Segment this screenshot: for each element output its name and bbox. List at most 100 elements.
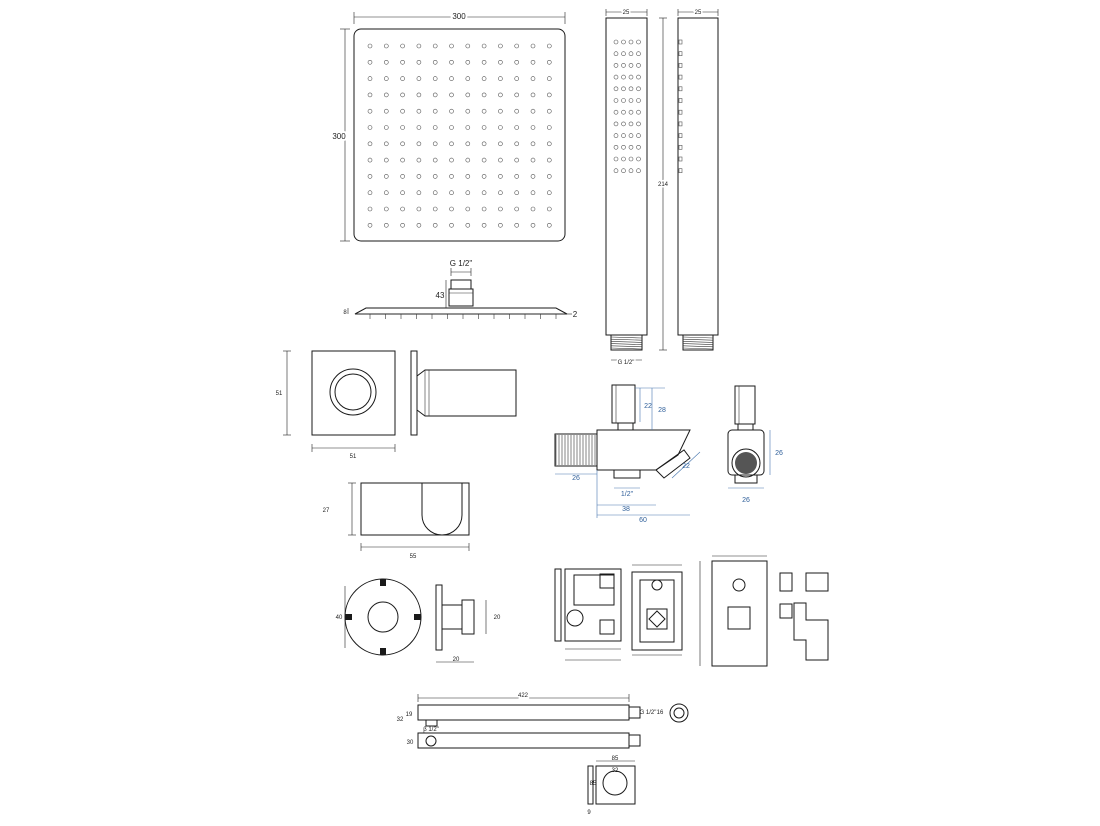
handset-jet: [621, 133, 626, 138]
arm-dim-a-label: 19: [406, 712, 413, 718]
handset-jet: [613, 98, 619, 103]
handset-jet: [628, 51, 634, 57]
nozzle-dot: [498, 206, 503, 212]
arm-thread-b-label: β 1/2": [423, 727, 439, 733]
nozzle-dot: [530, 157, 536, 163]
handset-jet: [636, 156, 641, 162]
nozzle-dot: [432, 223, 438, 228]
nozzle-dot: [449, 190, 454, 195]
nozzle-dot: [514, 76, 520, 81]
nozzle-dot: [432, 92, 438, 98]
handset-jet: [628, 168, 634, 173]
nozzle-dot: [481, 174, 487, 179]
nozzle-dot: [416, 174, 422, 179]
handset-jet: [636, 145, 641, 150]
handset-jets: [613, 39, 641, 173]
handset-jet: [613, 133, 619, 138]
nozzle-dot: [383, 59, 389, 65]
nozzle-dot: [530, 174, 536, 179]
nozzle-dot: [530, 190, 536, 195]
handset-jet: [621, 156, 626, 162]
nozzle-dot: [530, 108, 536, 114]
diverter-thread-label: 1/2": [621, 491, 634, 498]
nozzle-dot: [432, 125, 438, 130]
handset-jet: [628, 121, 634, 127]
handset-front-width-label: 25: [623, 10, 630, 16]
nozzle-dot: [481, 206, 487, 212]
nozzle-dot: [481, 157, 487, 163]
nozzle-dot: [367, 223, 373, 228]
arm-thread-a-label: G 1/2": [640, 710, 657, 716]
handset-jet: [613, 74, 619, 80]
thread-line: [610, 347, 643, 350]
nozzle-dot: [367, 174, 373, 179]
wall-outlet: 51 51: [276, 350, 517, 460]
nozzle-dot: [432, 157, 438, 163]
handset-jet: [628, 109, 634, 115]
handset-side-mark: [678, 74, 683, 80]
nozzle-dot: [416, 206, 422, 212]
nozzle-dot: [546, 190, 552, 195]
nozzle-dot: [514, 43, 520, 49]
valve-body-front-view: [631, 564, 683, 656]
handset-jet: [628, 156, 634, 162]
handset-side-marks: [678, 39, 683, 173]
nozzle-dot: [383, 43, 389, 49]
nozzle-dot: [400, 59, 405, 65]
nozzle-dot: [546, 206, 552, 212]
nozzle-dot: [400, 43, 405, 49]
nozzle-dot: [383, 206, 389, 212]
handset-jet: [621, 86, 626, 92]
nozzle-dot: [400, 141, 405, 147]
nozzle-dot: [367, 108, 373, 114]
thread-line: [682, 345, 714, 348]
nozzle-dot: [449, 157, 454, 163]
nozzle-dot: [383, 108, 389, 114]
handset-side-mark: [678, 63, 683, 68]
nozzle-dot: [465, 59, 471, 65]
handset-jet: [621, 74, 626, 80]
nozzle-dot: [432, 190, 438, 195]
handset-jet: [636, 86, 641, 92]
nozzle-dot: [449, 223, 454, 228]
nozzle-dot: [465, 206, 471, 212]
nozzle-dot: [432, 141, 438, 147]
diverter-dim-3: 22: [682, 463, 690, 470]
thread-line: [610, 338, 643, 341]
nozzle-dot: [481, 108, 487, 114]
diverter-dim-8: 26: [742, 497, 750, 504]
nozzle-dot: [481, 141, 487, 147]
handset-length-label: 214: [658, 182, 669, 188]
arm-flange-height-label: 85: [590, 781, 597, 787]
nozzle-dot: [498, 157, 503, 163]
nozzle-dot: [367, 76, 373, 81]
nozzle-dot: [400, 206, 405, 212]
diverter-dim-4: 26: [572, 475, 580, 482]
handset-jet: [613, 121, 619, 127]
nozzle-dot: [432, 59, 438, 65]
handset-jet: [613, 109, 619, 115]
nozzle-dot: [481, 92, 487, 98]
nozzle-dot: [514, 125, 520, 130]
shower-head-height-label: 300: [332, 132, 346, 141]
thread-line: [682, 336, 714, 339]
holder-height-label: 27: [323, 508, 330, 514]
nozzle-dot: [481, 59, 487, 65]
nozzle-dot: [367, 190, 373, 195]
shower-head-nozzles: [367, 43, 552, 228]
handset-jet: [613, 63, 619, 68]
handset-side-mark: [678, 168, 683, 173]
nozzle-dot: [367, 157, 373, 163]
nozzle-dot: [546, 174, 552, 179]
diverter-dim-2: 28: [658, 407, 666, 414]
nozzle-dot: [530, 141, 536, 147]
thread-line: [682, 341, 714, 343]
arm-flange-inner-label: 32: [612, 768, 619, 774]
shower-head-width-label: 300: [452, 12, 466, 21]
nozzle-dot: [498, 223, 503, 228]
handset-front-view: 25 G 1/2" 214: [605, 9, 670, 368]
valve-handles-detail: [779, 572, 829, 661]
nozzle-dot: [400, 92, 405, 98]
nozzle-dot: [530, 59, 536, 65]
